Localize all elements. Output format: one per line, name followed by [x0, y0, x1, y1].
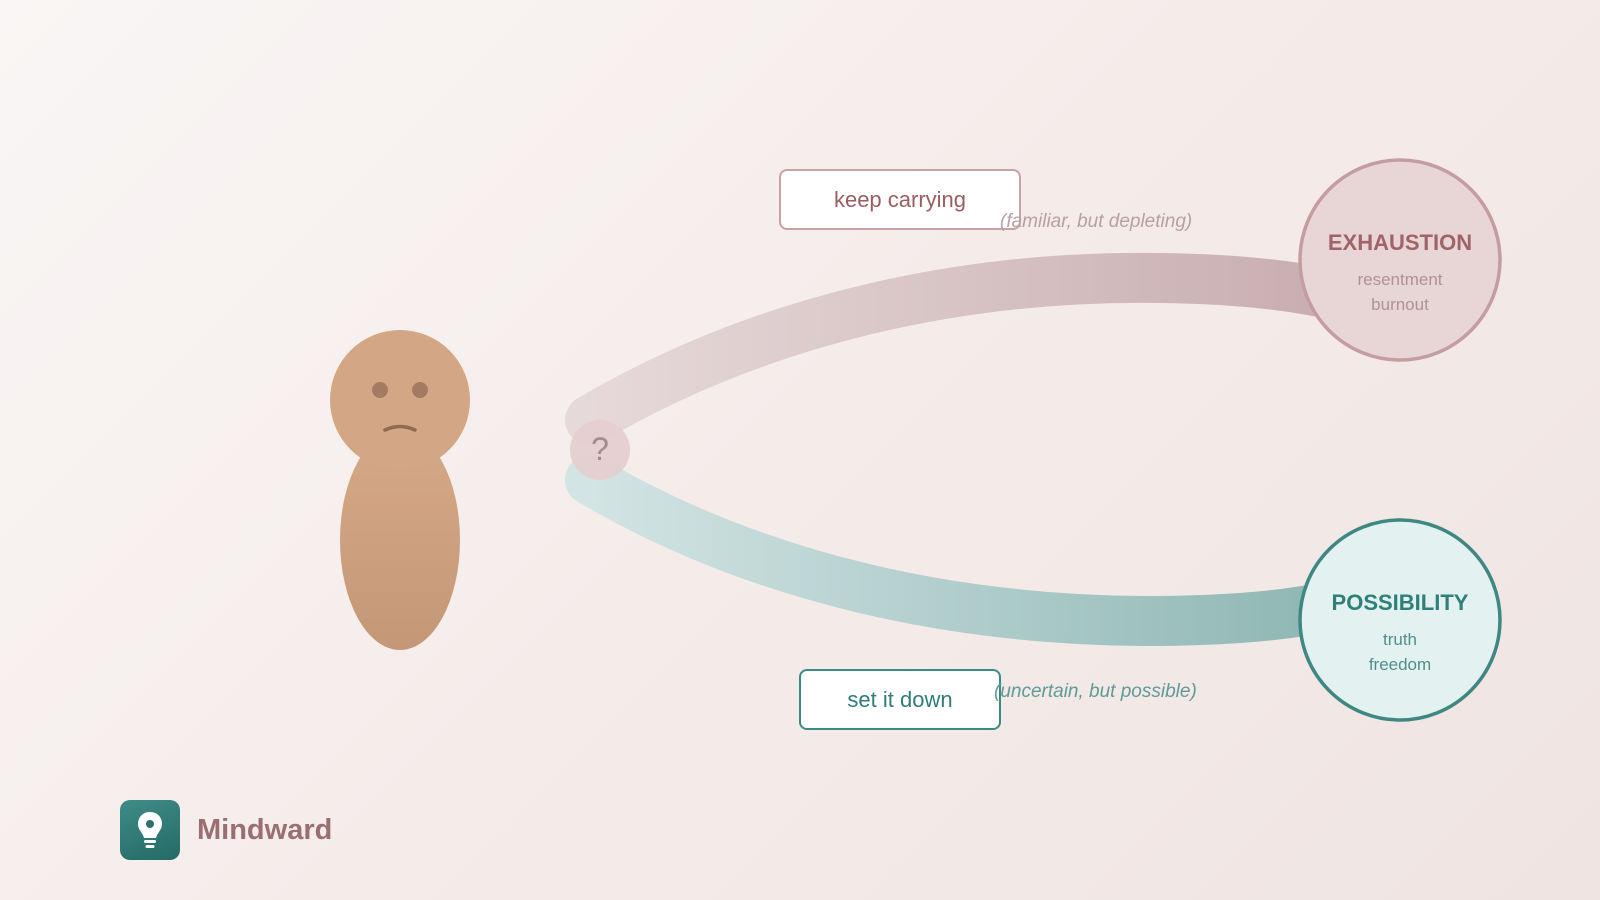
keep-carrying-button[interactable]: keep carrying: [779, 169, 1021, 230]
possibility-title: POSSIBILITY: [1332, 590, 1469, 615]
exhaustion-title: EXHAUSTION: [1328, 230, 1472, 255]
set-it-down-note: (uncertain, but possible): [994, 681, 1197, 702]
possibility-line-2: freedom: [1369, 655, 1431, 674]
decision-point: [570, 420, 630, 480]
possibility-circle: [1298, 518, 1502, 722]
person-head: [330, 330, 470, 470]
person-right-eye: [412, 382, 428, 398]
set-it-down-button[interactable]: set it down: [799, 669, 1001, 730]
keep-carrying-note: (familiar, but depleting): [1000, 211, 1193, 232]
brand: Mindward: [120, 800, 332, 860]
exhaustion-outcome: EXHAUSTION resentment burnout: [1298, 158, 1502, 362]
exhaustion-line-2: burnout: [1371, 295, 1429, 314]
exhaustion-circle: [1298, 158, 1502, 362]
lightbulb-icon: [138, 812, 162, 848]
keep-carrying-label: keep carrying: [833, 186, 967, 212]
possibility-line-1: truth: [1383, 630, 1417, 649]
set-it-down-label: set it down: [847, 686, 953, 712]
person-mouth: [383, 424, 417, 432]
person-body: [340, 430, 460, 650]
possibility-outcome: POSSIBILITY truth freedom: [1298, 518, 1502, 722]
brand-name: Mindward: [197, 813, 333, 846]
exhaustion-path: [565, 252, 1345, 445]
brand-logo: [120, 800, 180, 860]
decision-symbol: ?: [591, 431, 609, 467]
person-figure: [330, 330, 470, 650]
possibility-path: [565, 455, 1345, 647]
exhaustion-line-1: resentment: [1357, 270, 1442, 289]
person-left-eye: [372, 382, 388, 398]
